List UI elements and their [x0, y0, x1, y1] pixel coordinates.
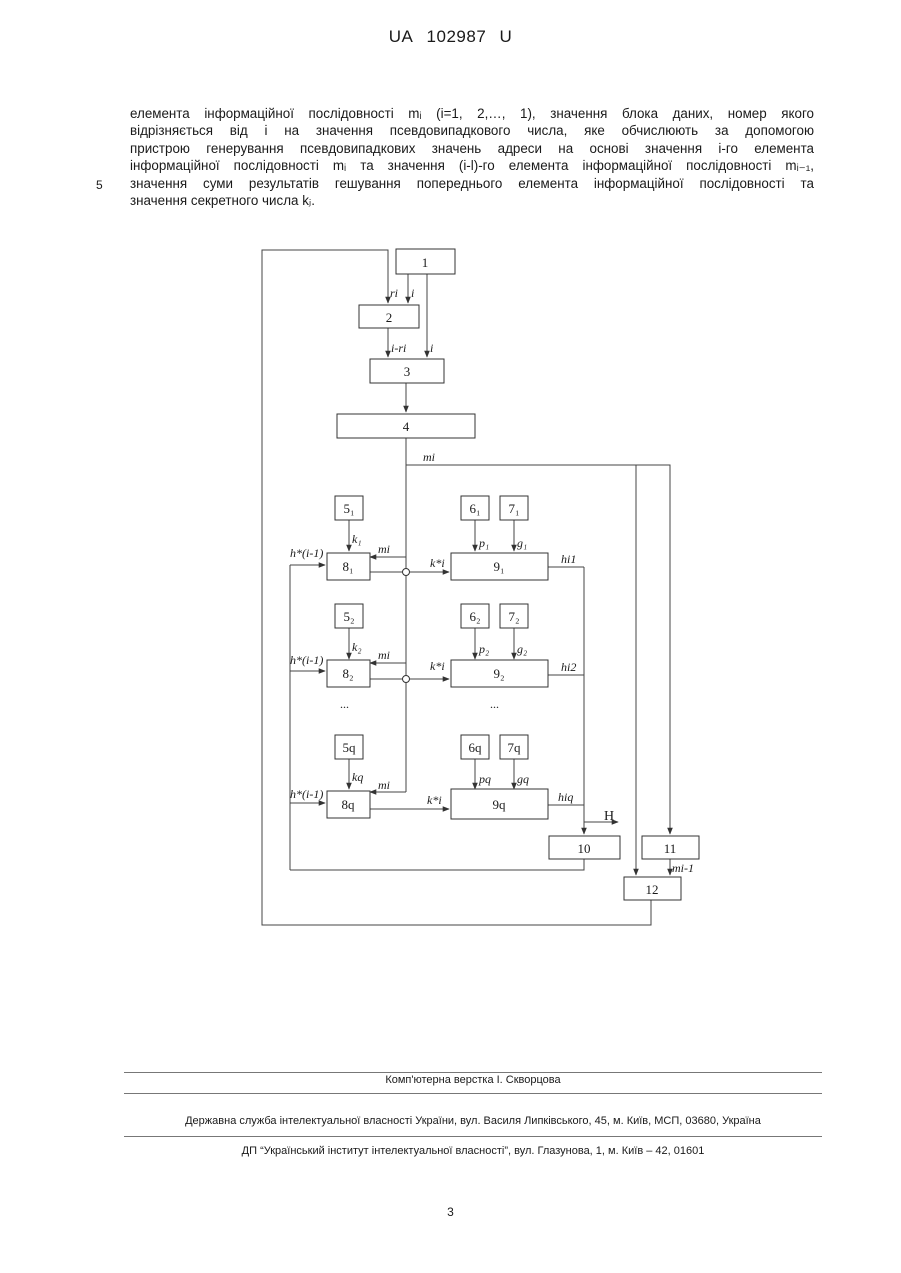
label-p-q: pq	[478, 772, 491, 786]
label-h-prev-1: h*(i-1)	[290, 546, 323, 560]
svg-text:2: 2	[386, 310, 393, 325]
label-r-i: ri	[390, 286, 398, 300]
junction-dot	[403, 569, 410, 576]
footer-office: Державна служба інтелектуальної власност…	[124, 1115, 822, 1127]
label-h-iq: hiq	[558, 790, 573, 804]
label-k-star-2: k*i	[430, 659, 445, 673]
block-3: 3	[370, 359, 444, 383]
label-k-2: k₂	[352, 640, 362, 654]
block-9-q: 9q	[451, 789, 548, 819]
svg-text:7q: 7q	[508, 740, 522, 755]
block-8-q: 8q	[327, 791, 370, 818]
block-10: 10	[549, 836, 620, 859]
label-h-prev-q: h*(i-1)	[290, 787, 323, 801]
footer-layout-credit: Комп'ютерна верстка І. Скворцова	[124, 1074, 822, 1086]
svg-text:6q: 6q	[469, 740, 483, 755]
block-7-q: 7q	[500, 735, 528, 759]
label-k-q: kq	[352, 770, 363, 784]
svg-text:5q: 5q	[343, 740, 357, 755]
block-8-2: 8₂	[327, 660, 370, 687]
footer-rule	[124, 1072, 822, 1073]
block-1: 1	[396, 249, 455, 274]
svg-text:5₂: 5₂	[343, 609, 354, 624]
svg-text:11: 11	[664, 841, 677, 856]
label-g-q: gq	[517, 772, 529, 786]
label-m-prev: mi-1	[672, 861, 694, 875]
block-4: 4	[337, 414, 475, 438]
ellipsis-left: ...	[340, 697, 349, 711]
svg-text:8₂: 8₂	[342, 666, 353, 681]
label-g-1: g₁	[517, 536, 527, 550]
label-k-1: k₁	[352, 532, 362, 546]
svg-text:5₁: 5₁	[343, 501, 354, 516]
svg-text:6₁: 6₁	[469, 501, 480, 516]
label-i-minus-r: i-ri	[391, 341, 406, 355]
junction-dot	[403, 676, 410, 683]
label-i-mid: i	[430, 341, 433, 355]
block-9-2: 9₂	[451, 660, 548, 687]
label-h-i1: hi1	[561, 552, 576, 566]
label-H: H	[604, 809, 614, 824]
footer-rule	[124, 1136, 822, 1137]
svg-text:10: 10	[578, 841, 591, 856]
block-5-2: 5₂	[335, 604, 363, 628]
block-5-1: 5₁	[335, 496, 363, 520]
label-h-prev-2: h*(i-1)	[290, 653, 323, 667]
page-number: 3	[0, 1205, 901, 1219]
label-k-star-1: k*i	[430, 556, 445, 570]
block-8-1: 8₁	[327, 553, 370, 580]
block-9-1: 9₁	[451, 553, 548, 580]
block-2: 2	[359, 305, 419, 328]
svg-text:9₁: 9₁	[493, 559, 504, 574]
block-7-2: 7₂	[500, 604, 528, 628]
label-h-i2: hi2	[561, 660, 576, 674]
svg-text:9₂: 9₂	[493, 666, 504, 681]
svg-text:3: 3	[404, 364, 411, 379]
svg-text:8₁: 8₁	[342, 559, 353, 574]
footer-institute: ДП “Український інститут інтелектуальної…	[124, 1145, 822, 1157]
svg-text:6₂: 6₂	[469, 609, 480, 624]
label-m-i-2: mi	[378, 648, 390, 662]
svg-text:1: 1	[422, 255, 429, 270]
svg-text:4: 4	[403, 419, 410, 434]
block-5-q: 5q	[335, 735, 363, 759]
svg-text:7₁: 7₁	[508, 501, 519, 516]
block-6-q: 6q	[461, 735, 489, 759]
label-k-star-q: k*i	[427, 793, 442, 807]
label-m-i-q: mi	[378, 778, 390, 792]
svg-text:8q: 8q	[342, 797, 356, 812]
label-m-i-1: mi	[378, 542, 390, 556]
block-11: 11	[642, 836, 699, 859]
block-6-2: 6₂	[461, 604, 489, 628]
block-6-1: 6₁	[461, 496, 489, 520]
label-g-2: g₂	[517, 642, 527, 656]
svg-text:9q: 9q	[493, 797, 507, 812]
ellipsis-right: ...	[490, 697, 499, 711]
block-12: 12	[624, 877, 681, 900]
footer-rule	[124, 1093, 822, 1094]
label-p-2: p₂	[478, 642, 489, 656]
svg-text:7₂: 7₂	[508, 609, 519, 624]
block-7-1: 7₁	[500, 496, 528, 520]
label-p-1: p₁	[478, 536, 489, 550]
label-i-top: i	[411, 286, 414, 300]
label-m-i-main: mi	[423, 450, 435, 464]
svg-text:12: 12	[646, 882, 659, 897]
